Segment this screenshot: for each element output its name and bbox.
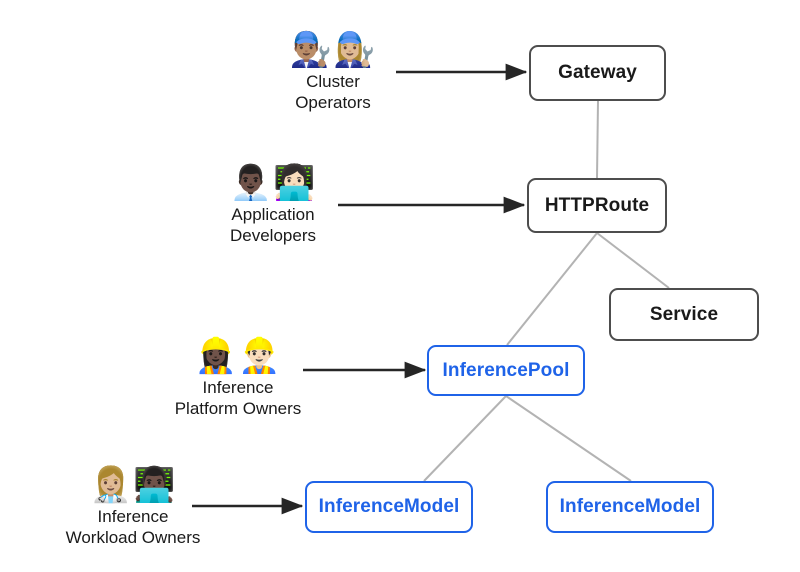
node-label: InferencePool [442,359,570,381]
actor-avatar-icon: 👨🏽‍🔧👩🏼‍🔧 [289,30,377,70]
actor-label: Inference Platform Owners [174,378,302,418]
edge-inferencepool-inferencemodel-right [505,395,632,482]
actor-avatar-icon: 👷🏿‍♀️👷🏻‍♂️ [194,336,282,376]
actor-label: Inference Workload Owners [65,507,201,547]
actor-inference-platform-owners: 👷🏿‍♀️👷🏻‍♂️Inference Platform Owners [168,336,308,419]
actor-avatar-icon: 👨🏿‍💼👩🏻‍💻 [229,163,317,203]
edge-gateway-httproute [596,100,599,179]
actor-cluster-operators: 👨🏽‍🔧👩🏼‍🔧Cluster Operators [278,30,388,113]
node-httproute[interactable]: HTTPRoute [527,178,667,233]
actor-application-developers: 👨🏿‍💼👩🏻‍💻Application Developers [213,163,333,246]
node-inferencemodel-left[interactable]: InferenceModel [305,481,473,533]
node-label: Service [649,303,719,325]
actor-arrows [192,63,528,515]
edge-httproute-service [596,232,670,289]
node-inferencemodel-right[interactable]: InferenceModel [546,481,714,533]
node-label: InferenceModel [559,496,701,517]
actor-label: Application Developers [230,205,316,245]
edge-inferencepool-inferencemodel-left [423,395,507,482]
node-label: Gateway [558,62,637,83]
node-service[interactable]: Service [609,288,759,341]
node-inferencepool[interactable]: InferencePool [427,345,585,396]
node-label: InferenceModel [318,496,460,517]
actor-avatar-icon: 👩🏼‍⚕️👨🏿‍💻 [89,465,177,505]
actor-inference-workload-owners: 👩🏼‍⚕️👨🏿‍💻Inference Workload Owners [58,465,208,548]
node-label: HTTPRoute [544,194,650,216]
actor-label: Cluster Operators [295,72,371,112]
node-gateway[interactable]: Gateway [529,45,666,101]
edge-httproute-inferencepool [506,232,598,346]
